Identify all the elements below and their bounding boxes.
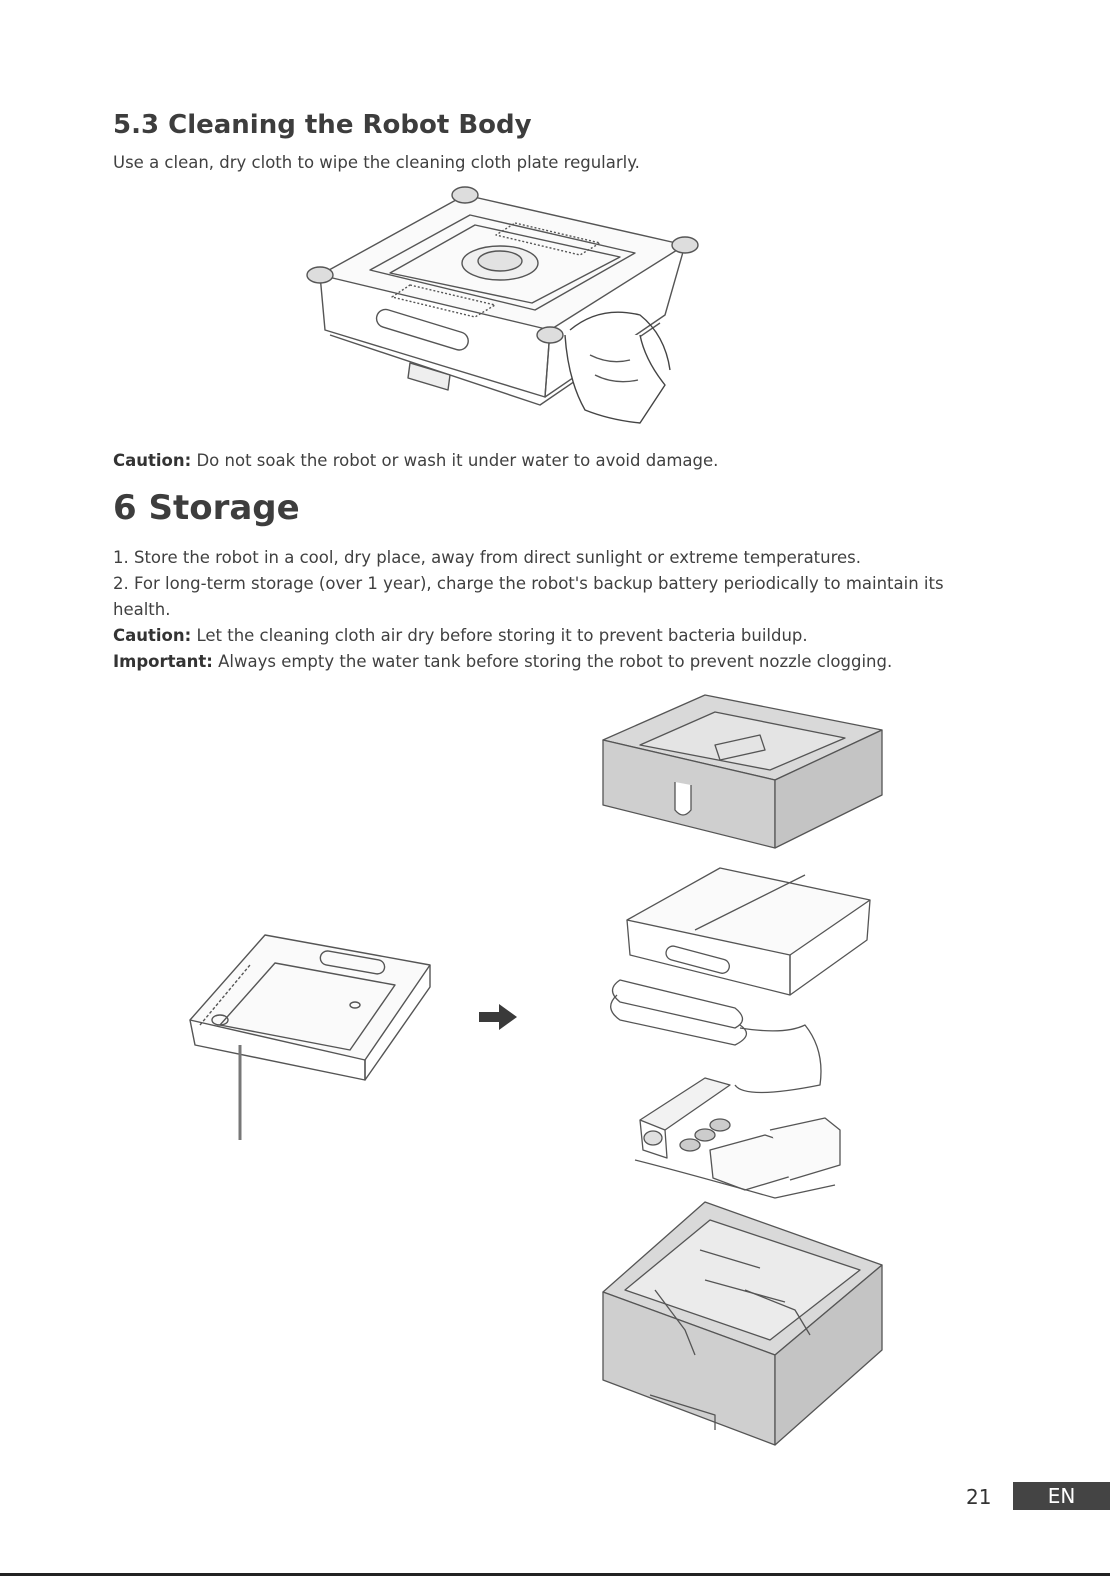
caution-label: Caution: bbox=[113, 626, 192, 645]
storage-important: Important: Always empty the water tank b… bbox=[113, 649, 993, 675]
section-title-5-3: 5.3 Cleaning the Robot Body bbox=[113, 110, 532, 140]
packaging-illustration bbox=[602, 694, 883, 1446]
important-text: Always empty the water tank before stori… bbox=[218, 652, 893, 671]
bottom-rule bbox=[0, 1573, 1110, 1576]
right-arrow-icon bbox=[479, 1004, 517, 1030]
important-label: Important: bbox=[113, 652, 213, 671]
caution-text: Let the cleaning cloth air dry before st… bbox=[196, 626, 808, 645]
robot-cleaning-illustration bbox=[306, 186, 699, 424]
storage-item-2-line-1: 2. For long-term storage (over 1 year), … bbox=[113, 574, 944, 593]
section-title-6: 6 Storage bbox=[113, 488, 300, 528]
language-badge: EN bbox=[1013, 1482, 1110, 1510]
caution-text: Do not soak the robot or wash it under w… bbox=[196, 451, 719, 470]
page-number: 21 bbox=[966, 1485, 992, 1509]
caution-5-3: Caution: Do not soak the robot or wash i… bbox=[113, 448, 718, 474]
storage-caution: Caution: Let the cleaning cloth air dry … bbox=[113, 623, 993, 649]
robot-lifted-illustration bbox=[189, 934, 431, 1140]
storage-item-1: 1. Store the robot in a cool, dry place,… bbox=[113, 548, 862, 567]
storage-item-2-line-2: health. bbox=[113, 600, 171, 619]
caution-label: Caution: bbox=[113, 451, 192, 470]
section-5-3-intro: Use a clean, dry cloth to wipe the clean… bbox=[113, 153, 640, 172]
storage-instructions: 1. Store the robot in a cool, dry place,… bbox=[113, 545, 993, 675]
